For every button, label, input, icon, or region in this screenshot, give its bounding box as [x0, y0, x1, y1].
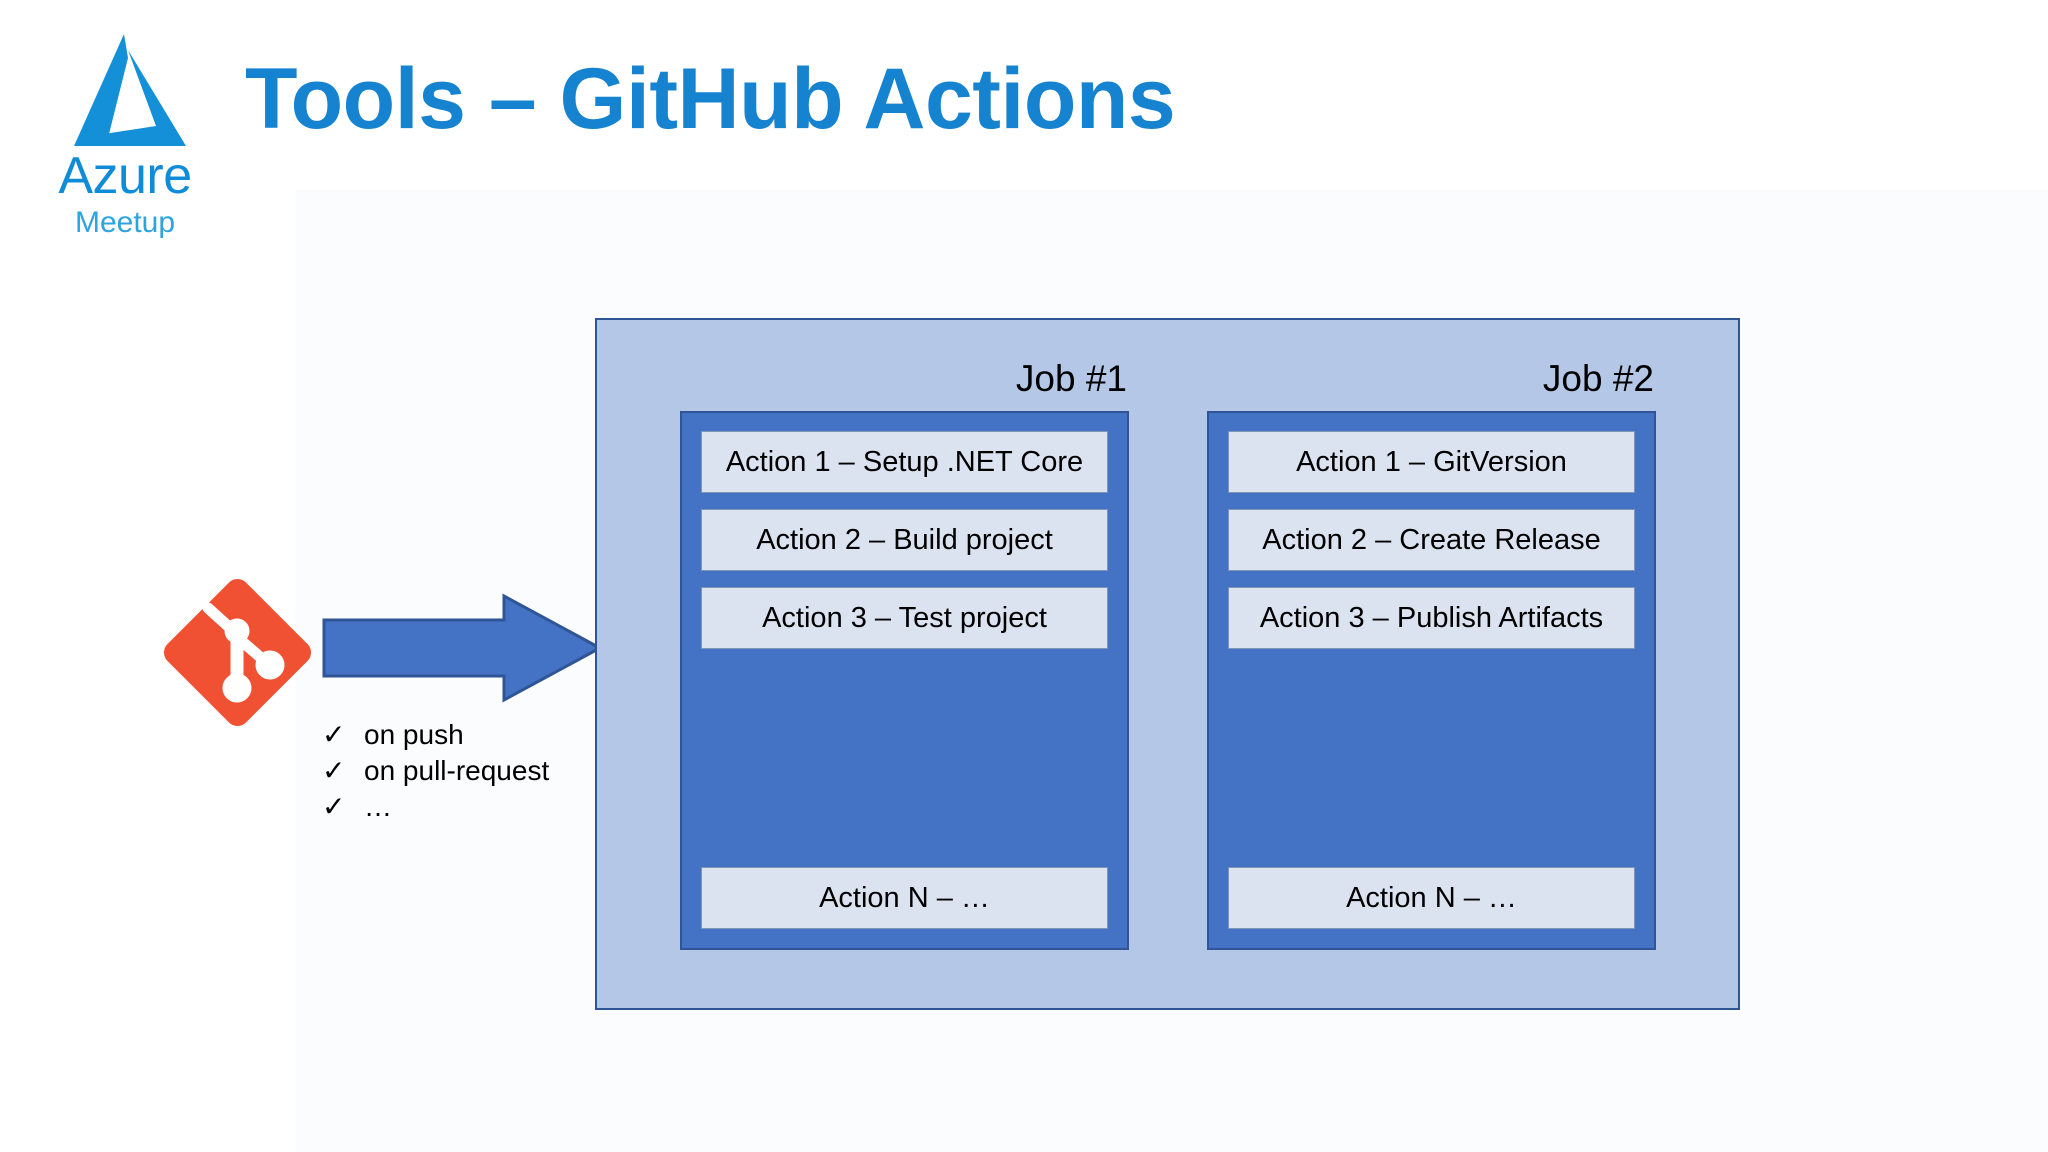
trigger-list: ✓ on push ✓ on pull-request ✓ …	[322, 718, 622, 826]
check-icon: ✓	[322, 755, 346, 786]
job-title: Job #2	[1542, 358, 1654, 399]
meetup-submark: Meetup	[74, 206, 176, 239]
action-box-tail: Action N – …	[701, 867, 1108, 929]
job-column-1: Job #1 Action 1 – Setup .NET Core Action…	[680, 360, 1129, 950]
check-icon: ✓	[322, 719, 346, 750]
trigger-label: on pull-request	[364, 755, 550, 786]
action-box: Action 2 – Create Release	[1228, 509, 1635, 571]
git-logo-icon	[160, 575, 315, 730]
action-box: Action 3 – Publish Artifacts	[1228, 587, 1635, 649]
list-item: ✓ on push	[322, 718, 622, 754]
list-item: ✓ on pull-request	[322, 754, 622, 790]
jobs-row: Job #1 Action 1 – Setup .NET Core Action…	[597, 320, 1738, 1008]
job-box: Action 1 – GitVersion Action 2 – Create …	[1207, 411, 1656, 950]
azure-meetup-logo: Azure Meetup	[50, 30, 200, 245]
trigger-label: …	[364, 791, 392, 822]
job-title: Job #1	[1015, 358, 1127, 399]
action-box: Action 1 – GitVersion	[1228, 431, 1635, 493]
list-item: ✓ …	[322, 790, 622, 826]
workflow-container: Job #1 Action 1 – Setup .NET Core Action…	[595, 318, 1740, 1010]
action-box-tail: Action N – …	[1228, 867, 1635, 929]
azure-logo-icon	[60, 30, 190, 155]
check-icon: ✓	[322, 791, 346, 822]
azure-wordmark: Azure	[58, 147, 192, 205]
page-title: Tools – GitHub Actions	[245, 51, 1176, 147]
job-column-2: Job #2 Action 1 – GitVersion Action 2 – …	[1207, 360, 1656, 950]
job-box: Action 1 – Setup .NET Core Action 2 – Bu…	[680, 411, 1129, 950]
action-box: Action 1 – Setup .NET Core	[701, 431, 1108, 493]
action-box: Action 2 – Build project	[701, 509, 1108, 571]
action-box: Action 3 – Test project	[701, 587, 1108, 649]
trigger-label: on push	[364, 719, 464, 750]
right-block-arrow-icon	[322, 592, 604, 704]
